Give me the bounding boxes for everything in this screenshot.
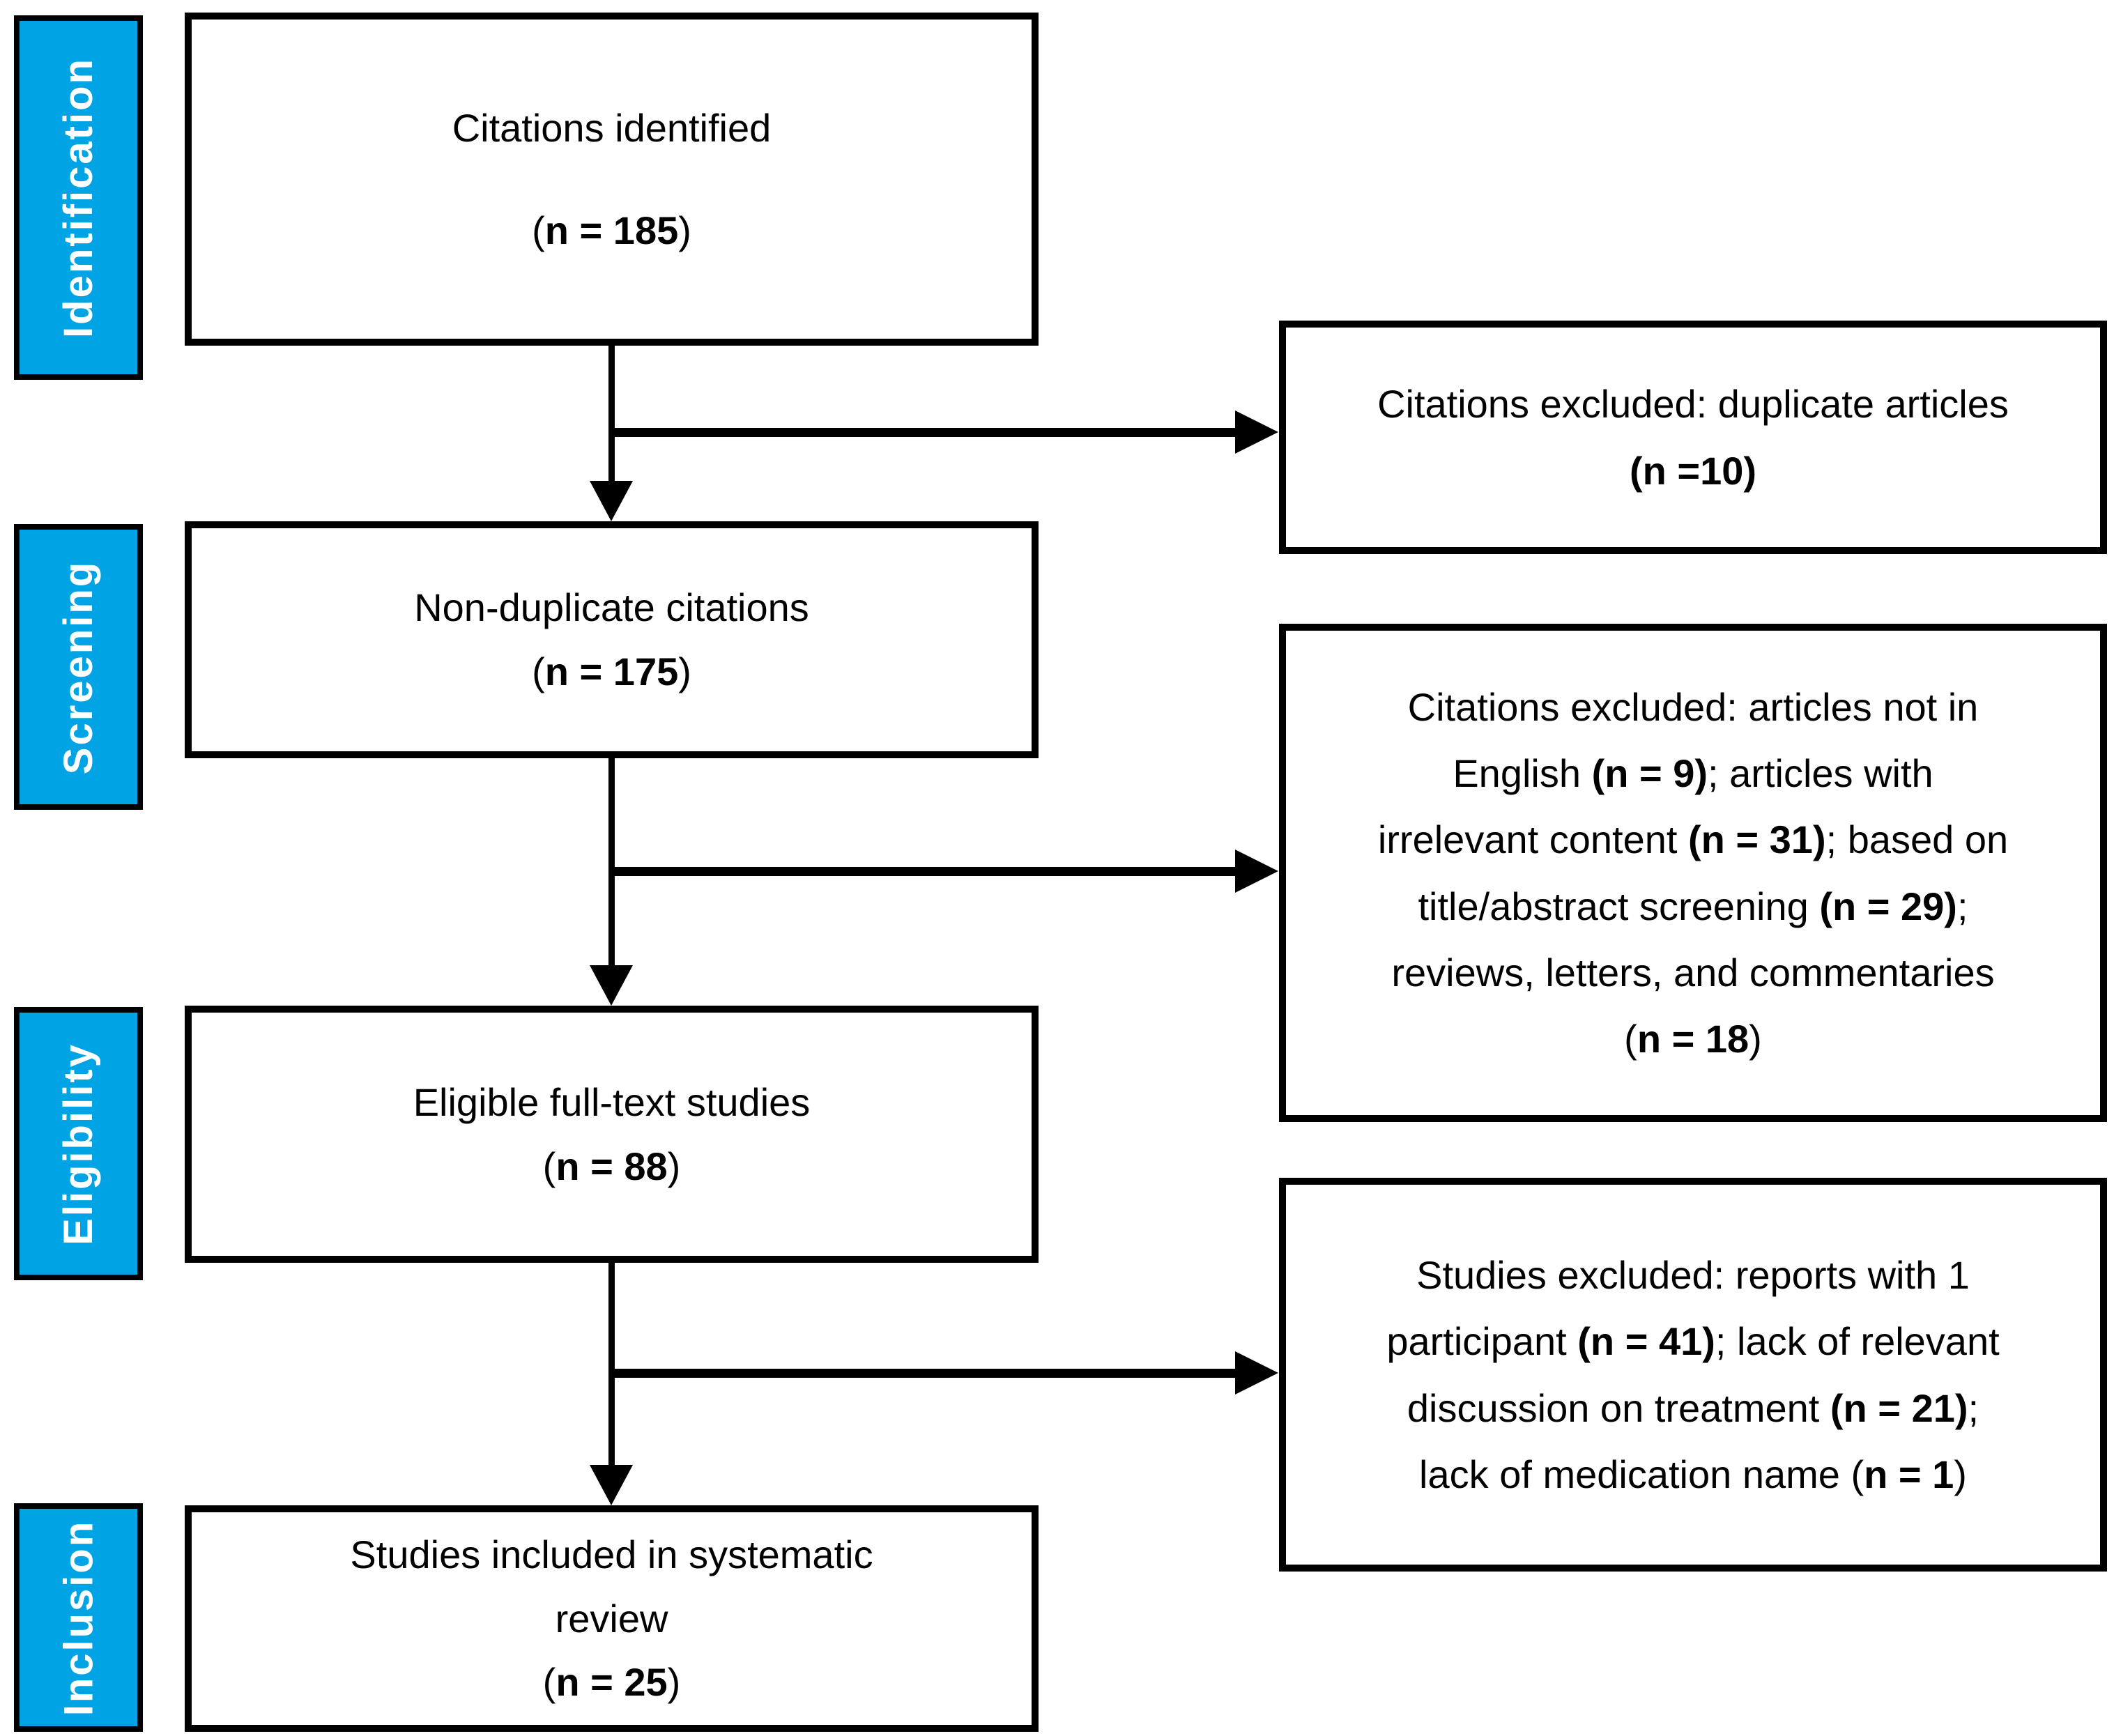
stage-label-text: Identification [56,57,102,338]
flow-box-studies-included: Studies included in systematic review (n =… [185,1505,1039,1732]
label-text: Studies excluded: reports with 1 [1416,1253,1970,1298]
exclusion-box-duplicate-articles: Citations excluded: duplicate articles (n… [1279,321,2107,554]
label-text: ) [667,1144,681,1188]
text-line: Studies included in systematic [350,1523,873,1587]
label-text: ) [1749,1016,1762,1061]
stage-label-identification: Identification [14,15,143,380]
count-text: (n = 21) [1830,1385,1968,1430]
text-line: English (n = 9); articles with [1453,740,1933,806]
exclusion-box-screening-reasons: Citations excluded: articles not in Engli… [1279,624,2107,1122]
stage-label-inclusion: Inclusion [14,1503,143,1732]
label-text: discussion on treatment [1407,1385,1830,1430]
count-text: n = 88 [556,1144,668,1188]
text-line: Eligible full-text studies [413,1070,811,1135]
label-text: irrelevant content [1377,817,1688,862]
text-line: title/abstract screening (n = 29); [1418,873,1968,939]
arrow-line-down-3 [608,1263,615,1465]
label-text: Studies included in systematic [350,1532,873,1576]
arrow-line-right-2 [609,867,1236,876]
text-line: irrelevant content (n = 31); based on [1378,806,2008,873]
text-line: Citations excluded: articles not in [1408,674,1979,740]
exclusion-box-full-text-reasons: Studies excluded: reports with 1 particip… [1279,1178,2107,1572]
arrow-line-right-1 [609,428,1236,437]
text-line: review [556,1587,668,1651]
label-text: ; [1956,884,1968,928]
label-text: ; based on [1825,817,2009,862]
count-text: n = 18 [1637,1016,1749,1061]
label-text: ( [542,1144,556,1188]
text-line: reviews, letters, and commentaries [1391,939,1994,1006]
stage-label-text: Eligibility [56,1042,101,1245]
arrow-head-right-3 [1235,1351,1278,1395]
count-text: (n = 29) [1819,884,1957,928]
text-line: lack of medication name (n = 1) [1419,1441,1967,1507]
arrow-head-right-2 [1235,850,1278,893]
arrow-line-down-2 [608,758,615,966]
count-text: n = 25 [556,1660,668,1705]
count-text: n = 185 [544,208,679,252]
label-text: ) [678,650,691,693]
label-text: ( [1624,1016,1637,1061]
arrow-line-down-1 [608,346,615,482]
label-text: Non-duplicate citations [414,585,809,630]
label-text: ) [678,208,691,252]
arrow-line-right-3 [609,1369,1236,1378]
text-line: Citations excluded: duplicate articles [1377,371,2009,437]
text-line: Citations identified [452,96,772,160]
label-text: title/abstract screening [1418,884,1820,928]
count-text: n = 175 [544,650,679,693]
label-text: reviews, letters, and commentaries [1391,950,1995,994]
label-text: participant [1386,1319,1578,1364]
label-text: ) [1954,1452,1967,1496]
flow-box-non-duplicate-citations: Non-duplicate citations (n = 175) [185,521,1039,758]
label-text: English [1453,751,1592,796]
count-text: (n = 31) [1687,817,1826,862]
count-text: n = 1 [1864,1452,1954,1496]
arrow-head-down-1 [590,481,633,521]
label-text: Citations excluded: articles not in [1407,684,1979,729]
text-line: Non-duplicate citations [414,576,809,640]
label-text: Citations excluded: duplicate articles [1377,382,2009,427]
label-text: ; lack of relevant [1715,1319,2000,1364]
text-line: (n = 18) [1624,1006,1762,1072]
stage-label-screening: Screening [14,524,143,810]
text-line: (n = 175) [532,640,691,704]
arrow-head-down-3 [590,1465,633,1505]
text-line: (n = 25) [543,1650,681,1714]
label-text: ; articles with [1708,751,1933,796]
label-text: lack of medication name ( [1419,1452,1864,1496]
flow-box-citations-identified: Citations identified (n = 185) [185,13,1039,346]
flow-box-eligible-full-text-studies: Eligible full-text studies (n = 88) [185,1006,1039,1263]
count-text: (n =10) [1629,448,1757,493]
text-line: Studies excluded: reports with 1 [1416,1242,1970,1308]
arrow-head-right-1 [1235,410,1278,454]
label-text: review [555,1596,668,1641]
text-line: (n =10) [1630,438,1756,504]
stage-label-text: Inclusion [56,1519,102,1716]
stage-label-eligibility: Eligibility [14,1007,143,1280]
text-line: discussion on treatment (n = 21); [1407,1375,1979,1441]
label-text: Eligible full-text studies [413,1080,811,1124]
label-text: ( [532,208,545,252]
arrow-head-down-2 [590,965,633,1006]
label-text: ( [542,1660,556,1705]
stage-label-text: Screening [56,560,101,774]
text-line: (n = 185) [532,199,691,263]
label-text: Citations identified [452,105,772,150]
label-text: ; [1968,1385,1979,1430]
text-line: (n = 88) [543,1135,681,1199]
label-text: ( [532,650,545,693]
text-line: participant (n = 41); lack of relevant [1386,1308,1999,1374]
count-text: (n = 9) [1591,751,1708,796]
count-text: (n = 41) [1577,1319,1715,1364]
label-text: ) [667,1660,681,1705]
